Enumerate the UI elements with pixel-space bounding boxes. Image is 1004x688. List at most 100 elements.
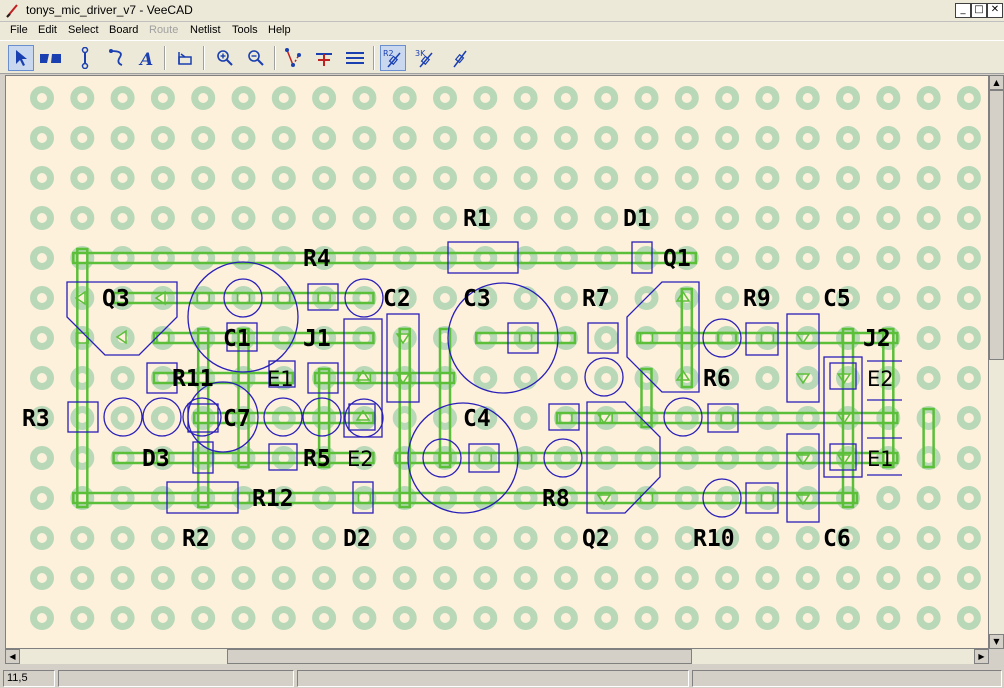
hole xyxy=(110,166,135,190)
zoom-in-button[interactable] xyxy=(212,45,238,71)
scroll-left-button[interactable]: ◀ xyxy=(5,649,20,664)
hole xyxy=(392,566,417,590)
hole xyxy=(836,406,860,430)
menu-edit[interactable]: Edit xyxy=(38,24,57,36)
menu-route[interactable]: Route xyxy=(149,24,179,36)
scroll-up-button[interactable]: ▲ xyxy=(989,75,1004,90)
pin-marker xyxy=(795,454,811,466)
vertical-scrollbar[interactable]: ▲ ▼ xyxy=(989,75,1004,649)
maximize-button[interactable]: □ xyxy=(971,3,987,18)
vertical-scroll-thumb[interactable] xyxy=(989,90,1004,360)
hole xyxy=(876,606,901,630)
hole xyxy=(473,206,498,230)
show-connections-button[interactable] xyxy=(280,45,306,71)
hole xyxy=(392,206,417,230)
show-outlines-button[interactable] xyxy=(447,45,473,71)
hole xyxy=(191,446,216,470)
window-title: tonys_mic_driver_v7 - VeeCAD xyxy=(26,3,193,17)
hole xyxy=(433,526,457,550)
hole xyxy=(715,126,740,150)
C1-pad-ring xyxy=(223,278,263,318)
hole xyxy=(70,526,95,550)
hole xyxy=(674,126,699,150)
pad xyxy=(841,332,855,344)
menu-netlist[interactable]: Netlist xyxy=(190,24,221,36)
hole xyxy=(30,446,54,470)
C4-square-pad xyxy=(468,443,500,473)
menu-board[interactable]: Board xyxy=(109,24,139,36)
hole xyxy=(715,286,740,310)
scroll-down-button[interactable]: ▼ xyxy=(989,634,1004,649)
pin-marker xyxy=(795,494,811,506)
hole xyxy=(312,406,337,430)
copper-strip xyxy=(72,251,698,265)
pad xyxy=(720,412,734,424)
pad xyxy=(841,492,855,504)
hole xyxy=(755,446,780,470)
wire-icon xyxy=(109,49,123,66)
hole xyxy=(150,246,175,270)
board-tool-button[interactable] xyxy=(172,45,198,71)
show-designators-button[interactable]: R2 xyxy=(380,45,406,71)
hole xyxy=(553,126,578,150)
copper-strip xyxy=(313,371,456,385)
show-strips-button[interactable] xyxy=(342,45,368,71)
pin-marker xyxy=(675,290,691,302)
wire-link xyxy=(680,287,694,389)
hole xyxy=(594,526,619,550)
hole xyxy=(352,526,377,550)
component-label-r5: R5 xyxy=(303,446,331,472)
close-button[interactable]: ✕ xyxy=(987,3,1003,18)
E1-pad-right xyxy=(829,443,857,471)
zoom-out-button[interactable] xyxy=(243,45,269,71)
toolbar-separator xyxy=(274,46,276,70)
horizontal-scrollbar[interactable]: ◀ ▶ xyxy=(5,649,989,664)
hole xyxy=(836,126,860,150)
hole xyxy=(755,206,780,230)
hole xyxy=(231,126,256,150)
hole xyxy=(271,86,296,110)
hole xyxy=(553,166,578,190)
hole xyxy=(231,246,256,270)
pin-marker xyxy=(596,494,612,506)
zoom-out-icon xyxy=(248,50,264,66)
hole xyxy=(795,206,820,230)
wire-tool-button[interactable] xyxy=(104,45,130,71)
pad xyxy=(639,332,654,344)
hole xyxy=(634,486,659,510)
Q3-body xyxy=(66,281,178,356)
pin-marker xyxy=(355,409,371,421)
menu-tools[interactable]: Tools xyxy=(232,24,258,36)
menu-select[interactable]: Select xyxy=(68,24,99,36)
hole xyxy=(150,606,175,630)
scroll-right-button[interactable]: ▶ xyxy=(974,649,989,664)
hole xyxy=(876,526,901,550)
hole xyxy=(674,486,699,510)
show-nets-button[interactable] xyxy=(311,45,337,71)
horizontal-scroll-thumb[interactable] xyxy=(227,649,692,664)
pin-marker xyxy=(836,413,852,425)
hole xyxy=(392,526,417,550)
Q1-body xyxy=(626,281,700,393)
hole xyxy=(674,406,699,430)
link-tool-button[interactable] xyxy=(72,45,98,71)
show-values-button[interactable]: 3K xyxy=(412,45,438,71)
hole xyxy=(674,206,699,230)
R9-body xyxy=(745,322,779,356)
component-label-r10: R10 xyxy=(693,526,735,552)
hole xyxy=(433,86,457,110)
select-tool-button[interactable] xyxy=(8,45,34,71)
menu-file[interactable]: File xyxy=(10,24,28,36)
break-tool-button[interactable] xyxy=(38,45,64,71)
status-bar: 11,5 xyxy=(0,668,1004,688)
E2-pad-right xyxy=(829,362,857,390)
menu-help[interactable]: Help xyxy=(268,24,291,36)
hole xyxy=(513,446,538,470)
menu-bar: File Edit Select Board Route Netlist Too… xyxy=(0,22,1004,40)
minimize-button[interactable]: _ xyxy=(955,3,971,18)
text-tool-button[interactable]: A xyxy=(133,45,159,71)
hole xyxy=(916,606,941,630)
status-pane-2 xyxy=(58,670,294,687)
